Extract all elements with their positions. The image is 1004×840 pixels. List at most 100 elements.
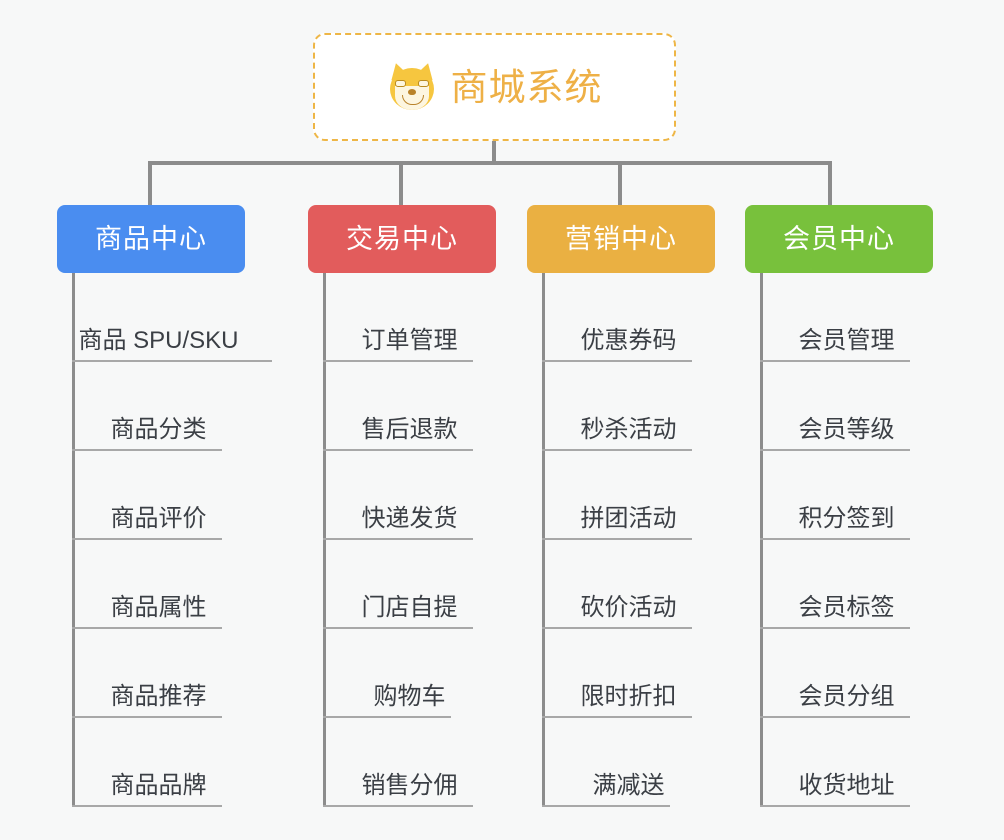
leaf-underline bbox=[760, 627, 910, 629]
leaf-item[interactable]: 商品属性 bbox=[72, 540, 245, 629]
connector-drop-marketing-center bbox=[618, 161, 622, 205]
leaf-item-label: 商品推荐 bbox=[110, 683, 207, 710]
leaf-item[interactable]: 商品 SPU/SKU bbox=[72, 273, 272, 362]
leaf-underline bbox=[760, 449, 910, 451]
branch-header-label: 会员中心 bbox=[783, 223, 895, 254]
branch-member-center: 会员中心会员管理会员等级积分签到会员标签会员分组收货地址 bbox=[745, 205, 933, 807]
leaf-item-label: 快递发货 bbox=[361, 505, 458, 532]
branch-header-label: 商品中心 bbox=[95, 223, 207, 254]
leaf-item[interactable]: 销售分佣 bbox=[323, 718, 496, 807]
leaf-item-label: 会员等级 bbox=[798, 416, 895, 443]
leaf-item[interactable]: 售后退款 bbox=[323, 362, 496, 451]
leaf-item[interactable]: 秒杀活动 bbox=[542, 362, 715, 451]
leaf-list-product-center: 商品 SPU/SKU 商品分类商品评价商品属性商品推荐商品品牌 bbox=[72, 273, 272, 807]
leaf-item-label: 满减送 bbox=[592, 772, 665, 799]
branch-trade-center: 交易中心订单管理售后退款快递发货门店自提购物车销售分佣 bbox=[308, 205, 496, 807]
leaf-underline bbox=[760, 538, 910, 540]
leaf-spine bbox=[72, 273, 75, 807]
leaf-item-label: 商品分类 bbox=[110, 416, 207, 443]
leaf-item[interactable]: 会员分组 bbox=[760, 629, 933, 718]
leaf-underline bbox=[323, 360, 473, 362]
leaf-underline bbox=[323, 805, 473, 807]
leaf-underline bbox=[72, 449, 222, 451]
branch-header-trade-center[interactable]: 交易中心 bbox=[308, 205, 496, 273]
leaf-item-label: 秒杀活动 bbox=[580, 416, 677, 443]
leaf-item-label: 订单管理 bbox=[361, 327, 458, 354]
leaf-item[interactable]: 拼团活动 bbox=[542, 451, 715, 540]
root-node-title: 商城系统 bbox=[450, 66, 603, 108]
leaf-underline bbox=[760, 716, 910, 718]
connector-drop-product-center bbox=[148, 161, 152, 205]
leaf-underline bbox=[760, 805, 910, 807]
leaf-item-label: 限时折扣 bbox=[580, 683, 677, 710]
leaf-item[interactable]: 收货地址 bbox=[760, 718, 933, 807]
leaf-spine bbox=[542, 273, 545, 807]
leaf-list-trade-center: 订单管理售后退款快递发货门店自提购物车销售分佣 bbox=[323, 273, 496, 807]
leaf-underline bbox=[72, 716, 222, 718]
leaf-item-label: 优惠券码 bbox=[580, 327, 677, 354]
leaf-list-marketing-center: 优惠券码秒杀活动拼团活动砍价活动限时折扣满减送 bbox=[542, 273, 715, 807]
leaf-underline bbox=[72, 360, 272, 362]
leaf-spine bbox=[323, 273, 326, 807]
root-connector-stem bbox=[492, 141, 496, 165]
leaf-underline bbox=[542, 716, 692, 718]
leaf-item[interactable]: 会员管理 bbox=[760, 273, 933, 362]
leaf-item-label: 会员分组 bbox=[798, 683, 895, 710]
leaf-item-label: 商品 SPU/SKU bbox=[78, 327, 239, 354]
leaf-underline bbox=[760, 360, 910, 362]
leaf-item[interactable]: 购物车 bbox=[323, 629, 496, 718]
leaf-item[interactable]: 砍价活动 bbox=[542, 540, 715, 629]
leaf-list-member-center: 会员管理会员等级积分签到会员标签会员分组收货地址 bbox=[760, 273, 933, 807]
leaf-underline bbox=[323, 538, 473, 540]
leaf-item-label: 销售分佣 bbox=[361, 772, 458, 799]
leaf-underline bbox=[72, 627, 222, 629]
branch-header-label: 营销中心 bbox=[565, 223, 677, 254]
leaf-underline bbox=[323, 716, 451, 718]
leaf-underline bbox=[542, 538, 692, 540]
connector-drop-trade-center bbox=[399, 161, 403, 205]
branch-header-marketing-center[interactable]: 营销中心 bbox=[527, 205, 715, 273]
leaf-item[interactable]: 商品评价 bbox=[72, 451, 245, 540]
leaf-item-label: 门店自提 bbox=[361, 594, 458, 621]
branch-product-center: 商品中心商品 SPU/SKU 商品分类商品评价商品属性商品推荐商品品牌 bbox=[57, 205, 272, 807]
leaf-underline bbox=[542, 627, 692, 629]
leaf-spine bbox=[760, 273, 763, 807]
leaf-item-label: 售后退款 bbox=[361, 416, 458, 443]
leaf-item-label: 会员标签 bbox=[798, 594, 895, 621]
leaf-item[interactable]: 商品分类 bbox=[72, 362, 245, 451]
leaf-item[interactable]: 会员标签 bbox=[760, 540, 933, 629]
leaf-item[interactable]: 快递发货 bbox=[323, 451, 496, 540]
leaf-item[interactable]: 商品推荐 bbox=[72, 629, 245, 718]
leaf-item[interactable]: 门店自提 bbox=[323, 540, 496, 629]
leaf-underline bbox=[323, 627, 473, 629]
leaf-item[interactable]: 限时折扣 bbox=[542, 629, 715, 718]
leaf-item-label: 会员管理 bbox=[798, 327, 895, 354]
leaf-item-label: 砍价活动 bbox=[580, 594, 677, 621]
leaf-item-label: 商品评价 bbox=[110, 505, 207, 532]
leaf-underline bbox=[323, 449, 473, 451]
leaf-item[interactable]: 商品品牌 bbox=[72, 718, 245, 807]
branch-header-member-center[interactable]: 会员中心 bbox=[745, 205, 933, 273]
leaf-underline bbox=[542, 805, 670, 807]
branch-marketing-center: 营销中心优惠券码秒杀活动拼团活动砍价活动限时折扣满减送 bbox=[527, 205, 715, 807]
leaf-underline bbox=[542, 449, 692, 451]
leaf-item[interactable]: 订单管理 bbox=[323, 273, 496, 362]
leaf-item-label: 积分签到 bbox=[798, 505, 895, 532]
branch-header-product-center[interactable]: 商品中心 bbox=[57, 205, 245, 273]
leaf-item-label: 购物车 bbox=[373, 683, 446, 710]
connector-drop-member-center bbox=[828, 161, 832, 205]
leaf-underline bbox=[542, 360, 692, 362]
leaf-underline bbox=[72, 538, 222, 540]
leaf-item-label: 商品品牌 bbox=[110, 772, 207, 799]
leaf-item-label: 拼团活动 bbox=[580, 505, 677, 532]
branch-connector-bus bbox=[148, 161, 832, 165]
leaf-underline bbox=[72, 805, 222, 807]
root-node[interactable]: 商城系统 bbox=[313, 33, 676, 141]
shiba-dog-face-icon bbox=[386, 60, 437, 112]
leaf-item[interactable]: 满减送 bbox=[542, 718, 715, 807]
leaf-item[interactable]: 积分签到 bbox=[760, 451, 933, 540]
leaf-item[interactable]: 会员等级 bbox=[760, 362, 933, 451]
leaf-item[interactable]: 优惠券码 bbox=[542, 273, 715, 362]
leaf-item-label: 商品属性 bbox=[110, 594, 207, 621]
